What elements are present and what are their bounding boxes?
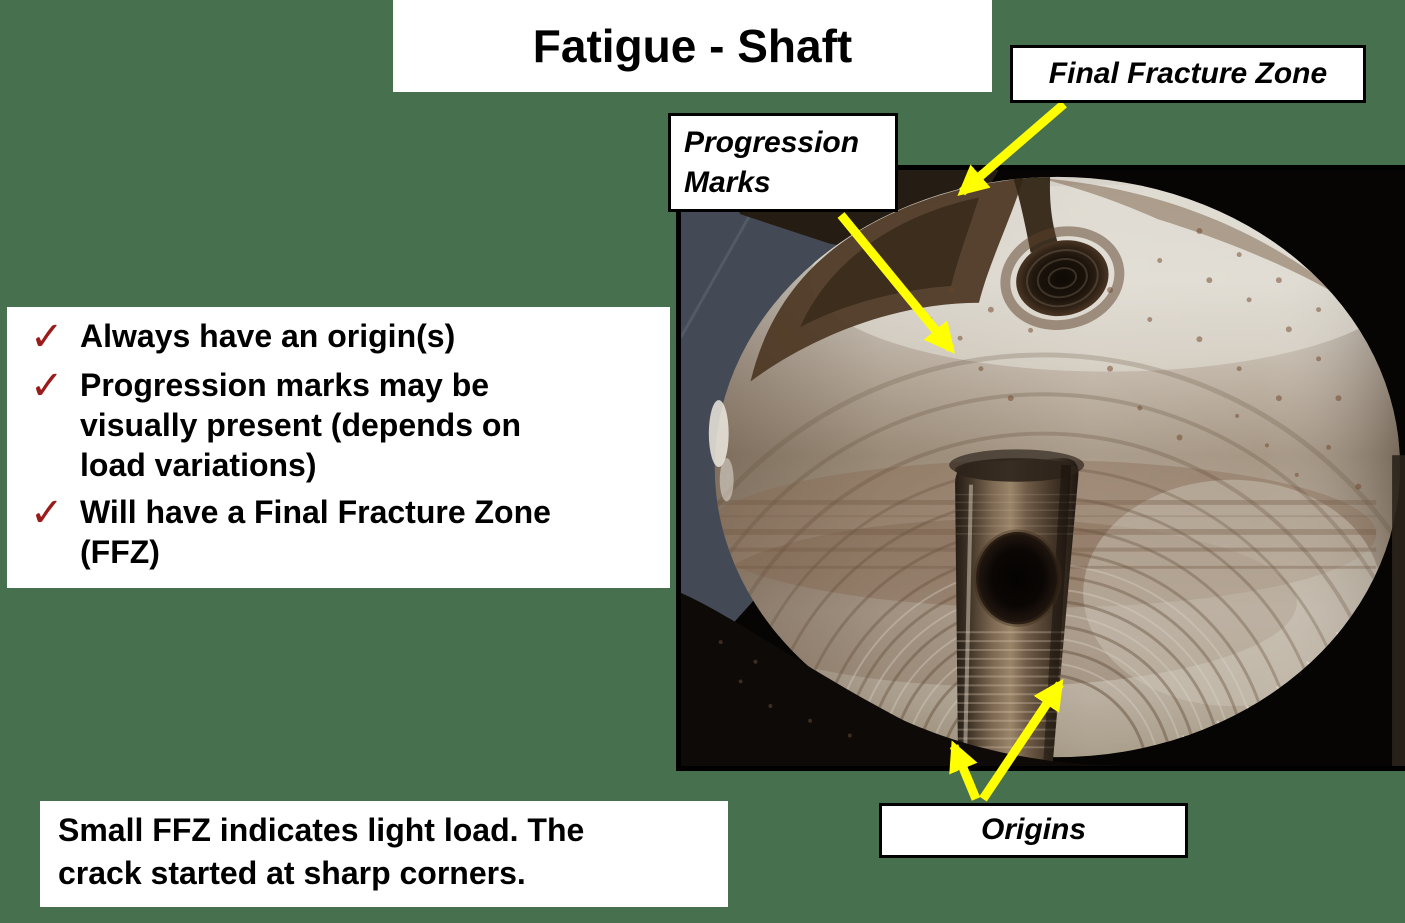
bullet-line: Progression marks may be — [80, 367, 490, 403]
keyway-hole — [1000, 226, 1125, 331]
caption-line-1: Small FFZ indicates light load. The — [58, 812, 585, 848]
bullet-line: Will have a Final Fracture Zone — [80, 494, 551, 530]
bullet-item-ffz: ✓ Will have a Final Fracture Zone (FFZ) — [7, 492, 670, 572]
bullet-item-progression-marks: ✓ Progression marks may be visually pres… — [7, 365, 670, 485]
pin-hole — [975, 531, 1060, 625]
shaft-fracture-photo — [676, 165, 1405, 771]
progression-marks-line-2: Marks — [684, 166, 771, 199]
caption-line-2: crack started at sharp corners. — [58, 855, 526, 891]
checkmark-icon: ✓ — [30, 314, 64, 360]
bullet-item-origins: ✓ Always have an origin(s) — [7, 316, 670, 358]
final-fracture-zone-label: Final Fracture Zone — [1010, 45, 1366, 103]
progression-marks-label: Progression Marks — [668, 113, 898, 212]
shaft-body-foreground — [681, 592, 1148, 766]
bullet-line: Always have an origin(s) — [80, 318, 456, 354]
bullet-line: visually present (depends on — [80, 407, 521, 443]
bullet-line: (FFZ) — [80, 534, 160, 570]
checkmark-icon: ✓ — [30, 363, 64, 409]
progression-marks-line-1: Progression — [684, 126, 860, 159]
bullet-line: load variations) — [80, 447, 317, 483]
caption-text: Small FFZ indicates light load. The crac… — [40, 801, 728, 907]
origins-label: Origins — [879, 803, 1188, 858]
shaft-fracture-photo-canvas — [679, 169, 1405, 766]
slide-title: Fatigue - Shaft — [393, 0, 992, 92]
bullet-list: ✓ Always have an origin(s) ✓ Progression… — [7, 307, 670, 588]
checkmark-icon: ✓ — [30, 490, 64, 536]
